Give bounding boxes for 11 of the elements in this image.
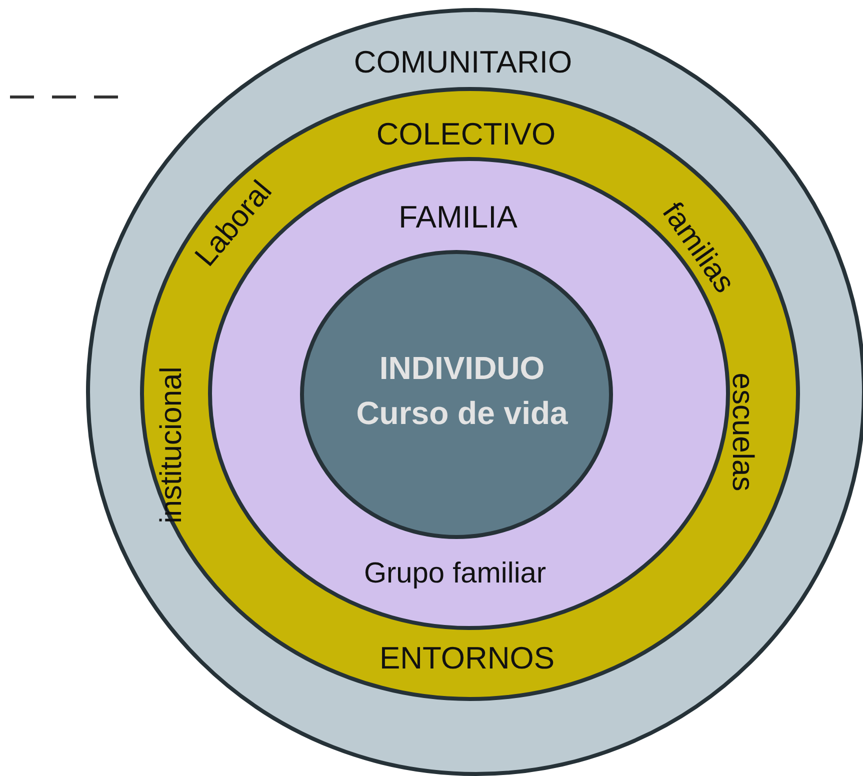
subtitle: Curso de vida [356,397,568,429]
individual-circle [300,250,613,539]
heading: COLECTIVO [376,118,556,150]
subtitle: Grupo familiar [364,560,546,588]
side-label: escuelas [727,372,757,492]
title: INDIVIDUO [379,352,545,384]
heading: COMUNITARIO [354,46,572,78]
footer-label: ENTORNOS [379,642,555,674]
collective-ring [140,87,800,701]
side-label: institucional [157,366,187,524]
heading: FAMILIA [398,202,518,232]
